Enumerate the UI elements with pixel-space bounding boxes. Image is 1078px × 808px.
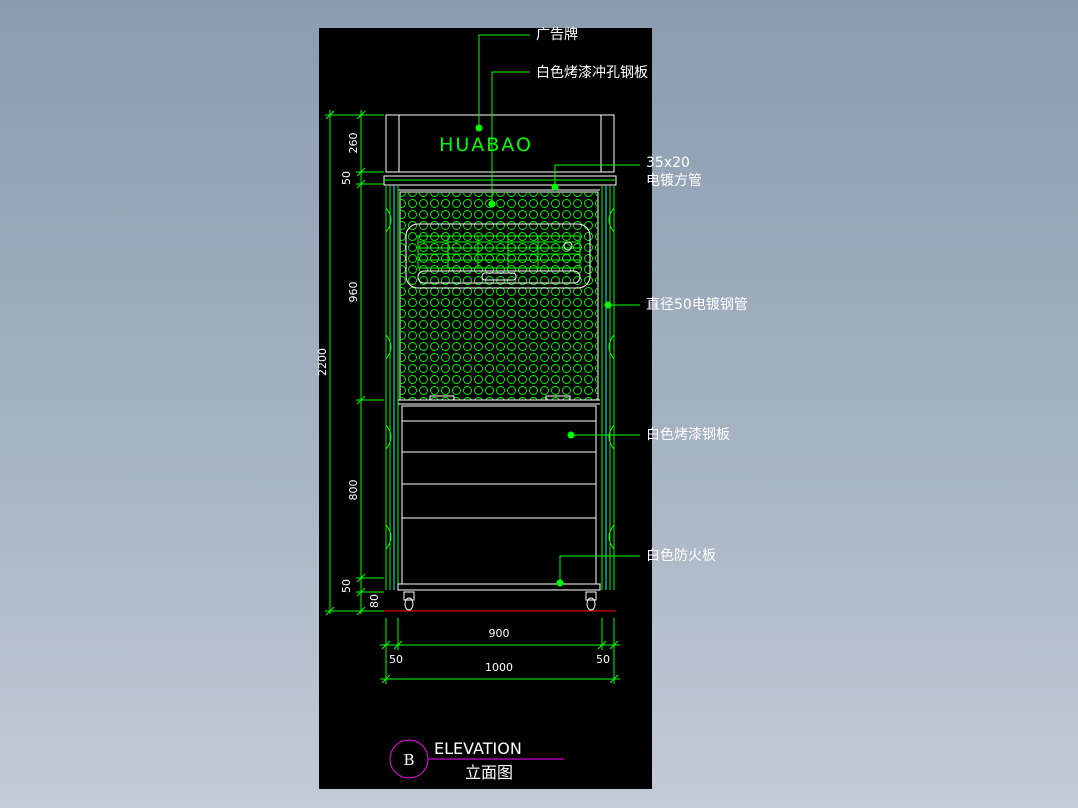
sign-box: HUABAO	[385, 114, 615, 173]
dim-1000: 1000	[485, 661, 513, 674]
dim-900: 900	[489, 627, 510, 640]
callout-perforated-panel: 白色烤漆冲孔钢板	[536, 64, 648, 81]
top-rail	[383, 175, 617, 191]
dim-50-top: 50	[340, 171, 353, 185]
callout-sign: 广告牌	[536, 26, 578, 43]
callout-leaders	[475, 34, 640, 587]
perforated-panel	[399, 191, 599, 401]
dim-960: 960	[347, 282, 360, 303]
counter	[397, 395, 601, 591]
title-elevation: ELEVATION	[434, 739, 522, 758]
title-block: B ELEVATION 立面图	[389, 739, 564, 782]
display-window	[405, 223, 591, 289]
callout-steel-pipe: 直径50电镀钢管	[646, 296, 748, 313]
callout-tube-size: 35x20	[646, 155, 690, 171]
title-subtitle: 立面图	[465, 763, 513, 782]
dim-50-bottom: 50	[340, 579, 353, 593]
brand-text: HUABAO	[439, 134, 533, 156]
callout-tube-name: 电镀方管	[646, 172, 702, 189]
dim-800: 800	[347, 480, 360, 501]
dim-2200: 2200	[316, 348, 329, 376]
callout-painted-panel: 白色烤漆钢板	[646, 426, 730, 443]
section-mark: B	[403, 751, 414, 769]
horizontal-dimensions: 900 50 50 1000	[380, 618, 620, 684]
side-posts	[385, 186, 615, 590]
callout-fireproof-board: 白色防火板	[646, 547, 716, 564]
vertical-dimensions: 260 50 960 800 50 80 2200	[316, 110, 384, 616]
dim-50-left: 50	[389, 653, 403, 666]
dim-50-right: 50	[596, 653, 610, 666]
dim-260: 260	[347, 133, 360, 154]
dim-80: 80	[368, 594, 381, 608]
casters	[403, 591, 597, 611]
